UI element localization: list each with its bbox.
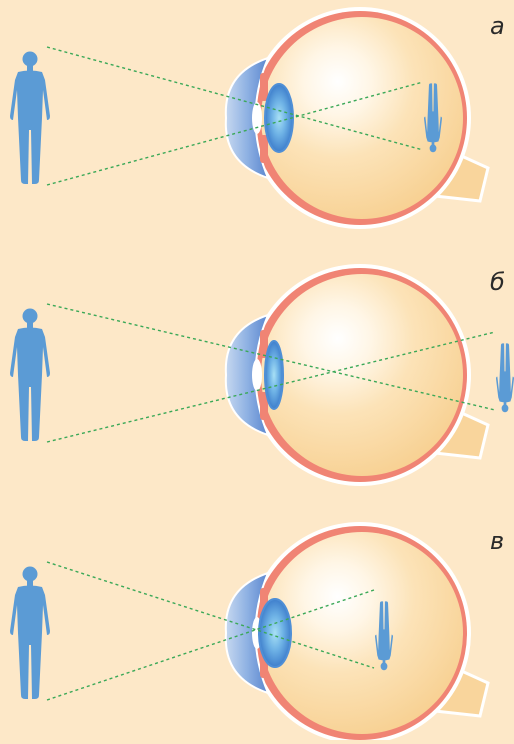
vitreous-body [261,274,463,476]
panel-label-3: в [490,527,504,555]
lens [265,341,283,409]
panel-1 [10,7,488,229]
object-person-icon [10,52,50,185]
panel-3 [10,522,488,740]
image-person-icon [496,343,514,412]
object-person-icon [10,567,50,700]
lens [265,84,293,152]
object-person-icon [10,309,50,442]
iris-bottom [260,135,268,163]
panel-label-1: а [490,12,505,40]
panel-2 [10,264,514,486]
panel-label-2: б [490,268,505,296]
pupil [252,102,262,134]
pupil [252,359,262,391]
iris-top [260,73,268,101]
